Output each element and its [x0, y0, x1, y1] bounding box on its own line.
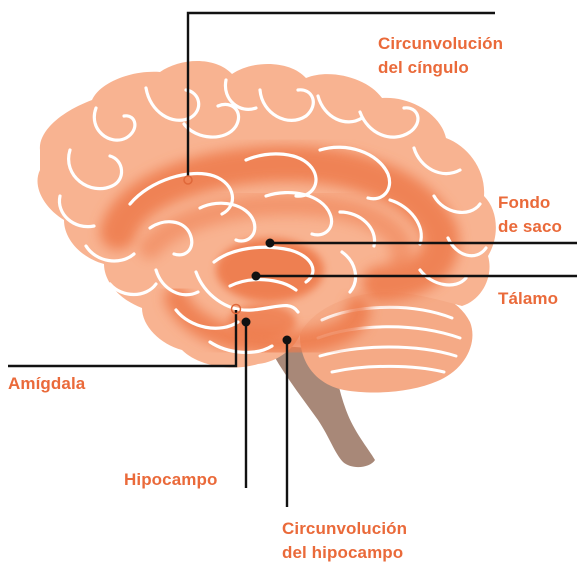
marker-hippocampus	[242, 318, 251, 327]
cingulate-gyrus-label-line1: Circunvolución	[378, 32, 503, 56]
parahippocampal-gyrus-label: Circunvolución del hipocampo	[282, 517, 407, 565]
fornix-label-line1: Fondo	[498, 191, 562, 215]
cingulate-gyrus-label: Circunvolución del cíngulo	[378, 32, 503, 80]
fornix-label: Fondo de saco	[498, 191, 562, 239]
marker-fornix	[266, 239, 275, 248]
parahippocampal-gyrus-label-line2: del hipocampo	[282, 541, 407, 565]
cingulate-gyrus-label-line2: del cíngulo	[378, 56, 503, 80]
amygdala-label: Amígdala	[8, 372, 85, 396]
parahippocampal-gyrus-label-line1: Circunvolución	[282, 517, 407, 541]
hippocampus-label: Hipocampo	[124, 468, 217, 492]
thalamus-label: Tálamo	[498, 287, 558, 311]
fornix-label-line2: de saco	[498, 215, 562, 239]
marker-thalamus	[252, 272, 261, 281]
marker-parahippocampal	[283, 336, 292, 345]
